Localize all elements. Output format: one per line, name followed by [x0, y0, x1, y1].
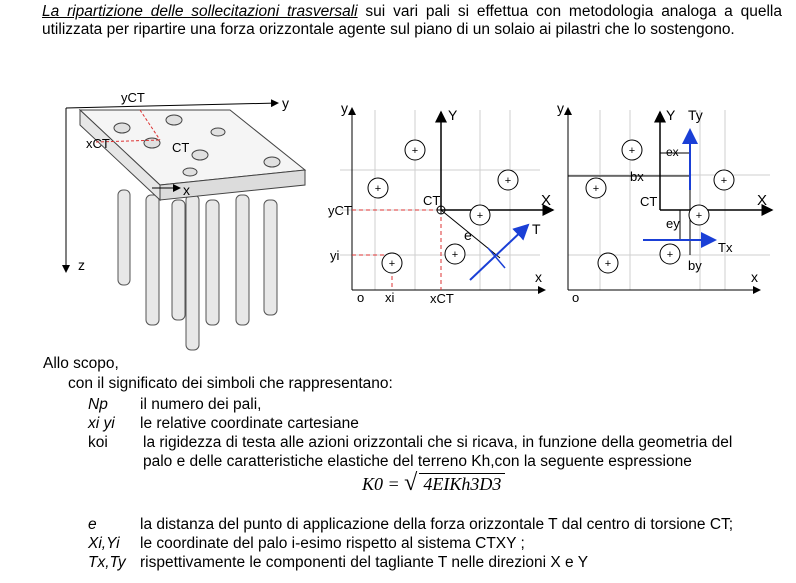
- svg-text:+: +: [667, 249, 673, 261]
- svg-text:+: +: [375, 183, 381, 195]
- fig3-ey-label: ey: [666, 216, 680, 231]
- svg-text:+: +: [412, 145, 418, 157]
- symbol-6: Tx,Ty: [88, 554, 126, 571]
- fig3-by-label: by: [688, 258, 702, 273]
- symbol-desc-6: rispettivamente le componenti del taglia…: [140, 554, 589, 571]
- intro-lead: La ripartizione delle sollecitazioni tra…: [42, 3, 358, 20]
- symbol-desc-5: le coordinate del palo i-esimo rispetto …: [140, 535, 525, 552]
- fig2-e-label: e: [464, 227, 472, 243]
- fig3-Ty-label: Ty: [688, 107, 703, 123]
- fig1-ycT-label: yCT: [121, 90, 145, 105]
- fig2-x-label: x: [535, 269, 542, 285]
- symbol-desc-3: palo e delle caratteristiche elastiche d…: [143, 453, 692, 470]
- fig3-ex-label: ex: [666, 145, 679, 159]
- fig2-X-label: X: [541, 192, 551, 209]
- formula-radicand: 4EIKh3D3: [419, 473, 506, 495]
- figure-3-components: + + + + + + y Y Ty ex bx CT X ey Tx by o x: [557, 100, 774, 305]
- formula-k0: K0 = √4EIKh3D3: [362, 470, 506, 497]
- symbol-desc-4: la distanza del punto di applicazione de…: [140, 516, 734, 533]
- symbol-1: xi yi: [88, 415, 115, 432]
- intro-paragraph: La ripartizione delle sollecitazioni tra…: [42, 3, 782, 39]
- fig1-x-label: x: [183, 182, 190, 198]
- scope-text: Allo scopo,: [43, 355, 119, 372]
- symbol-5: Xi,Yi: [88, 535, 120, 552]
- fig2-T-label: T: [532, 221, 541, 237]
- fig3-x-label: x: [751, 269, 758, 285]
- svg-text:+: +: [477, 210, 483, 222]
- svg-text:+: +: [389, 258, 395, 270]
- svg-text:+: +: [593, 183, 599, 195]
- figure-2-plan: + + + + + + y Y CT X yCT e T yi o xi xCT x: [328, 100, 555, 306]
- fig2-yi-label: yi: [330, 248, 340, 263]
- fig3-Tx-label: Tx: [718, 240, 733, 255]
- symbol-desc-1: le relative coordinate cartesiane: [140, 415, 359, 432]
- fig2-xcT-label: xCT: [430, 291, 454, 306]
- figure-1-slab: yCT y xCT CT x z: [62, 90, 307, 351]
- fig2-o-label: o: [357, 290, 364, 305]
- fig3-bx-label: bx: [630, 169, 644, 184]
- svg-text:+: +: [605, 258, 611, 270]
- symbol-4: e: [88, 516, 97, 533]
- symbol-desc-0: il numero dei pali,: [140, 396, 262, 413]
- svg-text:+: +: [505, 175, 511, 187]
- symbols-intro: con il significato dei simboli che rappr…: [68, 375, 393, 392]
- fig3-cT-label: CT: [640, 194, 657, 209]
- fig2-ycT-label: yCT: [328, 203, 352, 218]
- svg-text:+: +: [629, 145, 635, 157]
- fig3-o-label: o: [572, 290, 579, 305]
- intro-rest: sui vari pali si effettua con metodologi…: [42, 3, 782, 38]
- symbol-desc-2: la rigidezza di testa alle azioni orizzo…: [143, 434, 733, 451]
- fig1-xcT-label: xCT: [86, 136, 110, 151]
- fig3-Y-label: Y: [666, 107, 676, 123]
- fig1-cT-label: CT: [172, 140, 189, 155]
- svg-text:+: +: [452, 249, 458, 261]
- symbol-0: Np: [88, 396, 108, 413]
- fig2-y-label: y: [341, 100, 348, 116]
- figures-area: yCT y xCT CT x z: [62, 90, 774, 351]
- fig2-xi-label: xi: [385, 290, 395, 305]
- svg-text:+: +: [696, 210, 702, 222]
- fig1-z-label: z: [78, 257, 85, 273]
- symbol-2: koi: [88, 434, 108, 451]
- fig3-X-label: X: [757, 192, 767, 209]
- fig1-y-label: y: [282, 95, 289, 111]
- fig2-cT-label: CT: [423, 193, 440, 208]
- formula-lhs: K0 =: [362, 474, 400, 494]
- fig3-y-label: y: [557, 100, 564, 116]
- fig2-Y-label: Y: [448, 107, 458, 123]
- svg-text:+: +: [721, 175, 727, 187]
